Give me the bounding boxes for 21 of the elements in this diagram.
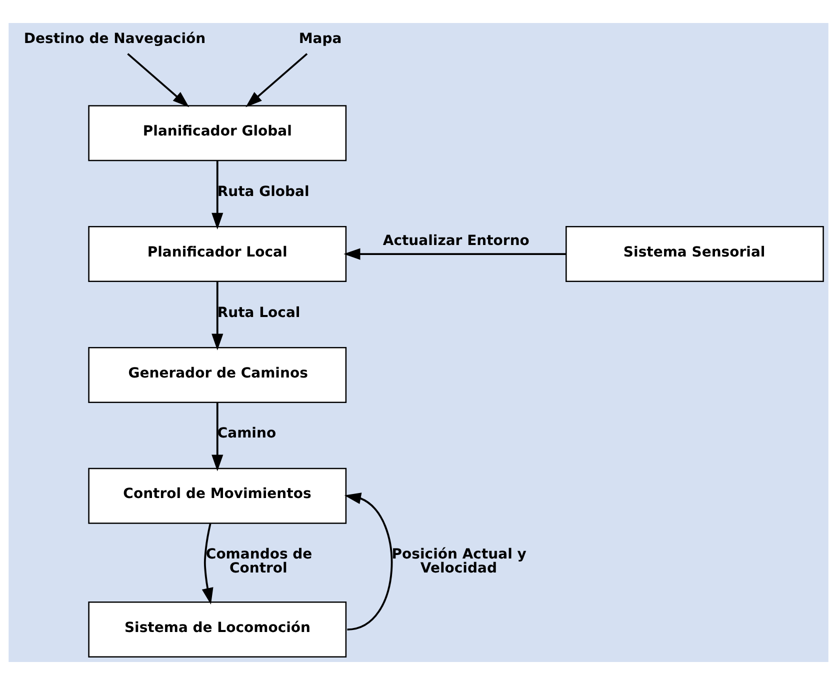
node-box: Generador de Caminos	[88, 346, 347, 402]
node-box: Control de Movimientos	[88, 467, 347, 524]
node-box: Sistema Sensorial	[566, 226, 824, 282]
arrow	[212, 402, 224, 471]
arrow	[127, 52, 190, 107]
edge-label: Comandos de Control	[206, 546, 312, 576]
node-box: Sistema de Locomoción	[88, 601, 347, 658]
node-box: Planificador Global	[88, 104, 347, 161]
arrow	[246, 52, 308, 107]
arrow	[344, 248, 566, 260]
arrow	[212, 281, 224, 350]
arrow	[344, 492, 392, 630]
edge-label: Ruta Global	[217, 183, 310, 200]
node-box: Planificador Local	[88, 226, 347, 282]
node-text: Mapa	[298, 30, 342, 47]
edge-label: Posición Actual y Velocidad	[392, 546, 526, 576]
arrow	[202, 523, 214, 604]
edge-label: Ruta Local	[217, 304, 300, 320]
edge-label: Actualizar Entorno	[382, 232, 530, 248]
arrow	[212, 160, 224, 229]
node-text: Destino de Navegación	[24, 30, 206, 47]
